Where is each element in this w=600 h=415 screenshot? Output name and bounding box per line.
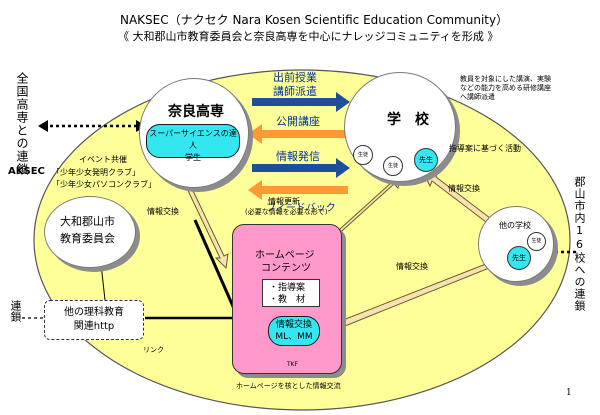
guidance-label: 指導案に基づく活動 [449,144,521,153]
teacher-node: 先生 [414,148,438,172]
board-line-1: 大和郡山市 [60,215,115,228]
teaching-material-item: ・教 材 [269,295,306,305]
invention-club-label: 「少年少女発明クラブ」 [52,168,140,177]
page-title: NAKSEC（ナクセク Nara Kosen Scientific Educat… [120,13,509,27]
chain-label: 連鎖 [9,300,22,322]
other-science-line-2: 関連http [73,321,115,332]
school-note-1: 教員を対象にした講演、実験 [460,75,551,83]
student-node-1-label: 生徒 [357,152,368,158]
guidance-materials-box: ・指導案 ・教 材 [262,279,320,307]
info-update-label-1: 情報更新 [268,197,300,206]
other-school-title: 他の学校 [499,221,531,230]
other-student-node-label: 生徒 [531,238,542,244]
other-science-line-1: 他の理科教育 [64,307,124,318]
pc-club-label: 「少年少女パソコンクラブ」 [52,180,156,189]
student-node-2-label: 生徒 [387,163,398,169]
info-send-arrow [252,158,350,178]
teacher-node-label: 先生 [419,156,433,164]
other-teacher-node-label: 先生 [512,254,526,262]
dispatch-label-2: 講師派遣 [273,85,317,98]
info-exchange-bottom-label: 情報交換 [396,262,428,271]
page-number: 1 [566,388,572,398]
student-node-2: 生徒 [383,156,403,176]
homepage-title-1: ホームページ [255,250,315,261]
dispatch-label-1: 出前授業 [273,71,317,84]
event-cohost-label: イベント共催 [79,155,127,164]
homepage-content-box[interactable] [232,224,342,374]
open-lecture-arrow [248,124,348,144]
national-network-label: 全国高専との連鎖 [15,72,29,176]
info-exchange-left-label: 情報交換 [147,207,179,216]
nara-kosen-title: 奈良高専 [168,104,224,120]
school-note-2: などの能力を高める研修講座 [460,84,551,92]
tkf-label: TKF [287,361,299,368]
right-network-label: 郡山市内16校への連鎖 [573,176,586,312]
school-title: 学 校 [387,112,429,128]
board-of-education-circle[interactable] [44,196,136,268]
open-lecture-label: 公開講座 [276,115,320,128]
guidance-plan-item: ・指導案 [269,283,306,293]
aksec-label: AKSEC [8,166,45,177]
info-exchange-right-label: 情報交換 [448,184,480,193]
school-note-3: へ講師派遣 [460,93,495,101]
pill-line-1: スーパーサイエンスの達人 [149,129,237,150]
info-update-label-2: (必要な情報を必要な形で) [245,208,328,216]
other-science-box[interactable]: 他の理科教育 関連http [44,300,144,340]
homepage-title-2: コンテンツ [261,263,311,274]
feedback-label: フィードバック [266,203,336,214]
mailing-list-line-1: 情報交換 [275,320,312,330]
mailing-list-pill: 情報交換 ML、MM [268,316,320,346]
mailing-list-line-2: ML、MM [275,332,313,342]
info-send-label: 情報発信 [276,150,320,163]
other-student-node: 生徒 [527,232,546,251]
dispatch-arrow [252,92,350,112]
student-node-1: 生徒 [353,145,373,165]
super-science-student-pill: スーパーサイエンスの達人 学生 [146,124,240,162]
national-link-arrowhead-left [38,120,48,132]
feedback-arrow [248,180,348,200]
page-subtitle: 《 大和郡山市教育委員会と奈良高専を中心にナレッジコミュニティを形成 》 [118,30,499,43]
board-line-2: 教育委員会 [60,232,115,245]
footer-caption: ホームページを核とした情報交流 [236,382,341,390]
pill-line-2: 学生 [185,153,201,162]
other-teacher-node: 先生 [507,246,531,270]
link-label: リンク [143,346,164,354]
